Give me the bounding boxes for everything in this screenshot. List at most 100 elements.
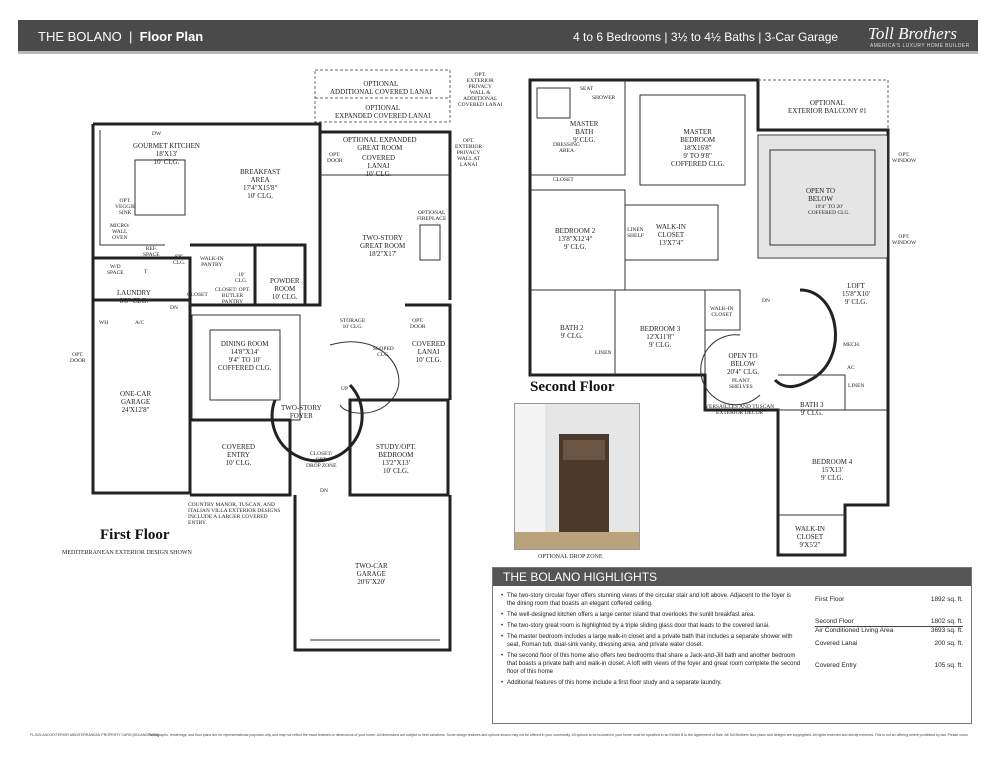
first-floor-caption: MEDITERRANEAN EXTERIOR DESIGN SHOWN: [62, 550, 192, 556]
open-below-1-inner: [769, 149, 876, 246]
first-floor-walls: [91, 69, 452, 652]
stat-label: Covered Entry: [815, 662, 857, 669]
stat-label: First Floor: [815, 596, 845, 603]
kitchen-counter: [99, 130, 165, 246]
stat-value: 200 sq. ft.: [934, 640, 963, 647]
label-t: T: [144, 269, 148, 275]
plan-title: THE BOLANO | Floor Plan: [38, 29, 203, 44]
optional-lanai-outline: [314, 69, 451, 123]
label-wh: WH: [99, 320, 109, 326]
label-ac-2f: AC: [847, 365, 855, 371]
plan-specs: 4 to 6 Bedrooms | 3½ to 4½ Baths | 3-Car…: [573, 30, 839, 44]
stat-value: 1892 sq. ft.: [930, 596, 963, 603]
open-below-1: [757, 134, 889, 259]
label-mech: MECH.: [843, 342, 861, 348]
walkin-small-wall: [705, 289, 741, 331]
label-up: UP: [341, 386, 349, 392]
laundry-wall: [93, 256, 192, 300]
section-name: Floor Plan: [139, 29, 204, 44]
stat-total-label: Air Conditioned Living Area: [815, 627, 894, 634]
open-below-2: [700, 334, 761, 406]
label-ref-space: REF.SPACE: [143, 246, 160, 258]
loft-stair: [773, 288, 837, 389]
balcony-outline: [758, 79, 889, 130]
second-floor-title: Second Floor: [530, 379, 615, 395]
label-clg-10: 10'CLG.: [235, 272, 248, 284]
label-dn-2f: DN: [762, 298, 770, 304]
label-linen-1: LINEN: [595, 350, 612, 356]
stat-underline: [815, 626, 963, 627]
label-dn-2: DN: [320, 488, 328, 494]
study-wall: [348, 398, 450, 497]
label-dw: DW: [152, 131, 162, 137]
stat-label: Second Floor: [815, 618, 854, 625]
walkin-master-wall: [625, 204, 719, 261]
brand-tagline: AMERICA'S LUXURY HOME BUILDER: [870, 43, 970, 49]
highlights-title: THE BOLANO HIGHLIGHTS: [493, 568, 971, 586]
fireplace: [419, 224, 441, 261]
drop-zone-photo: [514, 403, 640, 550]
stat-row: First Floor 1892 sq. ft.: [815, 596, 963, 618]
plan-name: THE BOLANO: [38, 29, 122, 44]
highlight-item: The second floor of this home also offer…: [501, 652, 801, 676]
dining-room: [191, 314, 301, 421]
label-clg-8: 8'8"CLG.: [173, 254, 186, 266]
master-bath-wall: [530, 80, 626, 176]
label-open-below-1-note: 19'4" TO 20'COFFERED CLG.: [808, 204, 850, 216]
square-footage-table: First Floor 1892 sq. ft. Second Floor 18…: [815, 596, 963, 684]
photo-floor: [515, 532, 639, 549]
entry-wall: [190, 418, 292, 497]
label-linen-2: LINEN: [848, 383, 865, 389]
label-opt-door-3: OPT.DOOR: [410, 318, 426, 330]
footer-code: FL-BOLANO-EXTERIOR-MEDITERRANEAN PROPERT…: [30, 733, 159, 737]
stat-value: 105 sq. ft.: [934, 662, 963, 669]
highlights-list: The two-story circular foyer offers stun…: [501, 592, 801, 690]
highlight-item: The well-designed kitchen offers a large…: [501, 611, 801, 619]
label-dn-1: DN: [170, 305, 178, 311]
header-bar: THE BOLANO | Floor Plan 4 to 6 Bedrooms …: [18, 20, 978, 54]
title-separator: |: [129, 29, 133, 44]
brand-logo: Toll Brothers: [868, 24, 957, 43]
stat-value: 1802 sq. ft.: [930, 618, 963, 625]
highlight-item: The master bedroom includes a large walk…: [501, 633, 801, 649]
stat-label: Covered Lanai: [815, 640, 858, 647]
second-floor-walls: [528, 78, 890, 557]
stat-row: Covered Lanai 200 sq. ft.: [815, 640, 963, 662]
label-closet-dropzone: CLOSET/OPT.DROP ZONE: [306, 451, 337, 469]
stair-curve: [329, 341, 400, 414]
foyer-circle: [270, 383, 364, 463]
right-lanai-wall: [405, 303, 452, 400]
two-car-garage: [293, 495, 452, 652]
highlight-item: Additional features of this home include…: [501, 679, 801, 687]
